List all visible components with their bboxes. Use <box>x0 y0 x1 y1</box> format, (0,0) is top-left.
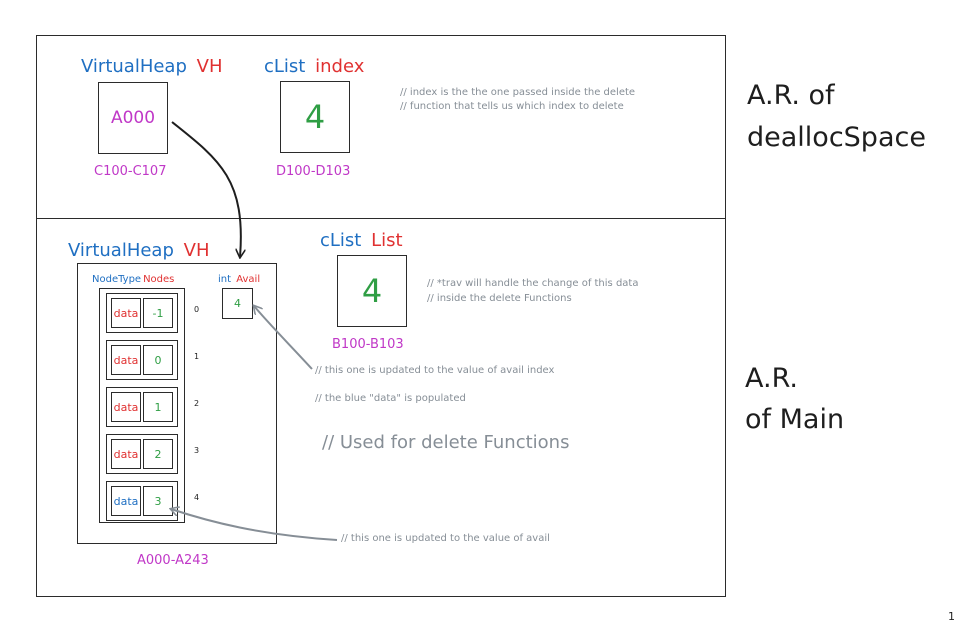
nodes-type: NodeType <box>92 274 142 285</box>
node-data-cell: data <box>111 298 141 328</box>
node-link-cell: 0 <box>143 345 173 375</box>
top-index-box: 4 <box>280 81 350 153</box>
comment-trav-line-1: // *trav will handle the change of this … <box>427 278 639 289</box>
node-data-label: data <box>113 306 139 320</box>
heap-address: A000-A243 <box>137 553 209 568</box>
virtual-heap-struct <box>77 263 277 544</box>
comment-avail-index: // this one is updated to the value of a… <box>315 365 555 376</box>
top-comment-line-1: // index is the the one passed inside th… <box>400 87 636 98</box>
avail-value: 4 <box>234 297 241 310</box>
top-vh-value: A000 <box>110 108 156 128</box>
comment-avail: // this one is updated to the value of a… <box>341 533 550 544</box>
list-type: cList <box>320 230 362 251</box>
node-data-label: data <box>113 447 139 461</box>
node-index-label: 1 <box>194 352 200 361</box>
node-index-label: 3 <box>194 446 200 455</box>
top-index-type: cList <box>264 56 306 77</box>
node-link-value: 0 <box>154 353 162 367</box>
node-data-cell: data <box>111 486 141 516</box>
list-name: List <box>371 230 403 251</box>
ar-main-label-line-2: of Main <box>745 404 845 435</box>
comment-trav-line-2: // inside the delete Functions <box>427 293 572 304</box>
node-index-label: 2 <box>194 399 200 408</box>
ar-dealloc-label-line-2: deallocSpace <box>747 122 926 153</box>
nodes-array <box>99 288 185 523</box>
node-data-label: data <box>113 400 139 414</box>
node-row <box>106 340 178 380</box>
list-value: 4 <box>361 272 383 310</box>
top-index-value: 4 <box>304 98 326 136</box>
node-index-label: 4 <box>194 493 200 502</box>
avail-name: Avail <box>236 274 261 285</box>
top-vh-box: A000 <box>98 82 168 154</box>
list-box: 4 <box>337 255 407 327</box>
node-row <box>106 387 178 427</box>
node-index-label: 0 <box>194 305 200 314</box>
node-link-value: 2 <box>154 447 162 461</box>
node-link-cell: 2 <box>143 439 173 469</box>
node-link-cell: 3 <box>143 486 173 516</box>
node-data-cell: data <box>111 345 141 375</box>
node-data-cell: data <box>111 439 141 469</box>
avail-box: 4 <box>222 288 253 319</box>
list-address: B100-B103 <box>332 337 404 352</box>
top-index-declaration: cList index <box>264 56 364 77</box>
node-link-cell: -1 <box>143 298 173 328</box>
top-index-name: index <box>315 56 365 77</box>
node-row <box>106 434 178 474</box>
comment-used-for-delete: // Used for delete Functions <box>322 432 570 453</box>
nodes-name: Nodes <box>143 274 175 285</box>
node-link-value: 1 <box>154 400 162 414</box>
top-comment-line-2: // function that tells us which index to… <box>400 101 624 112</box>
top-vh-type: VirtualHeap <box>81 56 187 77</box>
top-index-address: D100-D103 <box>276 164 351 179</box>
node-link-value: 3 <box>154 494 162 508</box>
node-data-cell: data <box>111 392 141 422</box>
node-row <box>106 293 178 333</box>
corner-mark: 1 <box>948 610 955 623</box>
node-data-label: data <box>113 353 139 367</box>
node-link-value: -1 <box>152 306 164 320</box>
node-row <box>106 481 178 521</box>
ar-main-frame <box>36 218 726 597</box>
avail-declaration: int Avail <box>218 274 260 285</box>
top-vh-declaration: VirtualHeap VH <box>81 56 222 77</box>
ar-dealloc-label-line-1: A.R. of <box>747 80 835 111</box>
node-data-label: data <box>113 494 139 508</box>
node-link-cell: 1 <box>143 392 173 422</box>
top-vh-address: C100-C107 <box>94 164 167 179</box>
ar-main-label-line-1: A.R. <box>745 363 798 394</box>
comment-blue-data: // the blue "data" is populated <box>315 393 466 404</box>
avail-type: int <box>218 274 232 285</box>
main-vh-type: VirtualHeap <box>68 240 174 261</box>
main-vh-name: VH <box>183 240 210 261</box>
main-vh-declaration: VirtualHeap VH <box>68 240 209 261</box>
top-vh-name: VH <box>196 56 223 77</box>
list-declaration: cList List <box>320 230 403 251</box>
